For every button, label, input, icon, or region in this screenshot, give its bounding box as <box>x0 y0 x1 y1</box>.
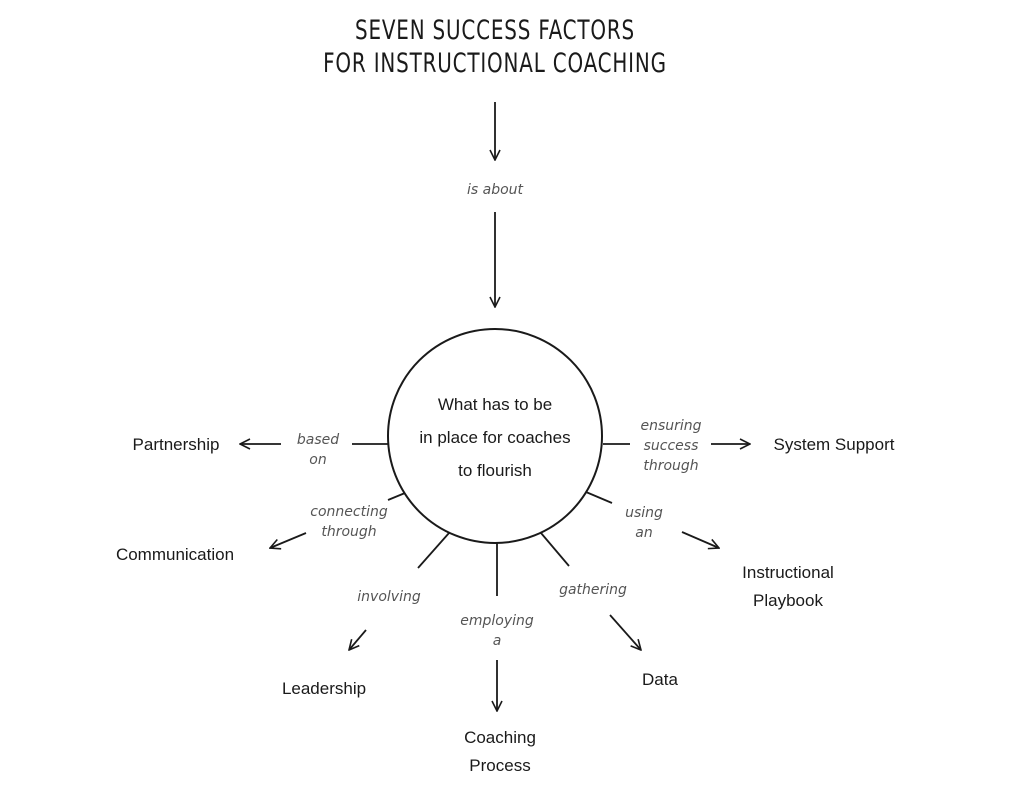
link-employing-a: employing a <box>447 611 547 651</box>
node-coaching-process: Coaching Process <box>440 724 560 780</box>
link-line: employing <box>460 613 534 629</box>
arrow-leadership <box>349 629 367 650</box>
arrow-communication <box>270 532 307 548</box>
link-involving: involving <box>357 589 421 605</box>
link-line: through <box>321 524 377 540</box>
link-is-about: is about <box>466 182 524 198</box>
link-based-on: based on <box>283 430 353 470</box>
node-instructional-playbook: Instructional Playbook <box>718 559 858 615</box>
link-line: using <box>625 505 663 521</box>
spoke-instructional-playbook <box>585 491 613 504</box>
node-line: Instructional <box>742 563 834 582</box>
link-line: success <box>643 438 699 454</box>
link-line: a <box>492 633 502 649</box>
diagram-title: SEVEN SUCCESS FACTORS FOR INSTRUCTIONAL … <box>263 14 727 80</box>
link-line: an <box>635 525 653 541</box>
node-leadership: Leadership <box>281 679 367 698</box>
center-line-1: What has to be <box>437 395 553 414</box>
link-gathering: gathering <box>559 582 627 598</box>
center-line-2: in place for coaches <box>419 428 571 447</box>
link-line: on <box>309 452 327 468</box>
link-line: based <box>296 432 340 448</box>
node-line: Process <box>469 756 531 775</box>
link-connecting-through: connecting through <box>294 502 404 542</box>
link-ensuring-success-through: ensuring success through <box>626 416 716 476</box>
center-circle <box>387 328 603 544</box>
node-line: Playbook <box>753 591 823 610</box>
spoke-leadership <box>417 532 450 569</box>
arrow-instructional-playbook <box>681 531 719 548</box>
link-line: through <box>643 458 699 474</box>
node-data: Data <box>642 670 678 689</box>
title-line-1: SEVEN SUCCESS FACTORS <box>354 15 636 46</box>
center-node-text: What has to be in place for coaches to f… <box>390 388 600 487</box>
spoke-data <box>540 532 570 567</box>
link-using-an: using an <box>604 503 684 543</box>
link-line: ensuring <box>640 418 702 434</box>
arrow-data <box>609 614 641 650</box>
node-line: Coaching <box>464 728 536 747</box>
title-line-2: FOR INSTRUCTIONAL COACHING <box>323 48 667 79</box>
node-system-support: System Support <box>773 435 895 454</box>
spoke-communication <box>387 492 406 501</box>
link-line: connecting <box>310 504 388 520</box>
node-partnership: Partnership <box>132 435 220 454</box>
center-line-3: to flourish <box>458 461 532 480</box>
node-communication: Communication <box>115 545 235 564</box>
